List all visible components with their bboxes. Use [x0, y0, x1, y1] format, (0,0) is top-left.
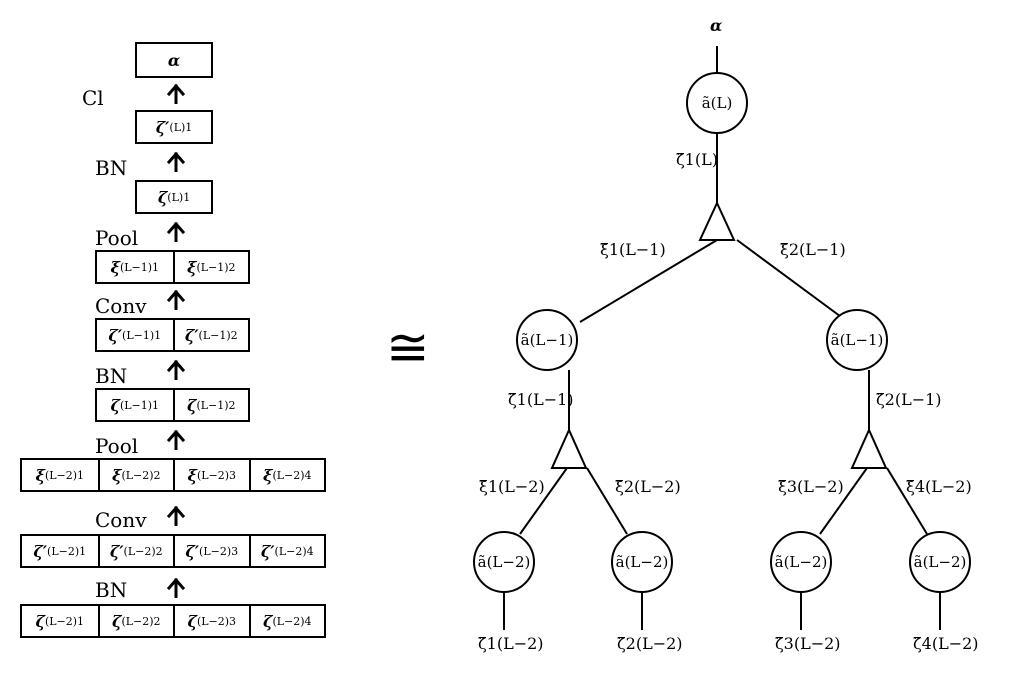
op-label-1: Cl: [82, 86, 104, 110]
op-label-6: Pool: [95, 434, 139, 458]
stack-cell: ζ(L−2)4: [248, 606, 325, 636]
edge-label-xi-2: ξ̃2(L−2): [615, 477, 681, 496]
up-arrow-icon: [166, 506, 186, 526]
node-leaf-2-label: ã(L−2): [615, 553, 669, 571]
up-arrow-icon: [166, 152, 186, 172]
stack-cell: ζ′(L−1)1: [108, 325, 162, 345]
stack-cell: ξ(L−2)3: [173, 460, 249, 490]
node-leaf-3-label: ã(L−2): [774, 553, 828, 571]
stack-row-1: ζ′(L)1: [135, 110, 213, 144]
node-leaf-4-label: ã(L−2): [913, 553, 967, 571]
pool-triangle-root: [698, 200, 736, 241]
stack-cell: ζ′(L−2)3: [173, 536, 249, 566]
edge-left: [579, 239, 718, 323]
stack-cell: ξ(L−1)1: [110, 257, 160, 277]
stack-cell: ζ′(L−2)4: [248, 536, 325, 566]
stack-row-2: ζ(L)1: [135, 180, 213, 214]
pool-triangle-left: [550, 427, 588, 469]
node-mid-right-label: ã(L−1): [830, 331, 884, 349]
up-arrow-icon: [166, 84, 186, 104]
stack-row-5: ζ(L−1)1 ζ(L−1)2: [95, 388, 250, 422]
stack-cell: ξ(L−1)2: [172, 252, 249, 282]
edge-label-zeta-4: ζ̃4(L−2): [913, 634, 979, 653]
edge-label-xi-left-top: ξ̃1(L−1): [600, 240, 666, 259]
stack-cell: ξ(L−2)1: [35, 465, 85, 485]
op-label-4: Conv: [95, 294, 147, 318]
edge-label-zeta-3: ζ̃3(L−2): [775, 634, 841, 653]
edge-label-zeta-1: ζ̃1(L−2): [478, 634, 544, 653]
stack-cell: ζ′(L−2)1: [33, 541, 87, 561]
up-arrow-icon: [166, 430, 186, 450]
op-label-3: Pool: [95, 226, 139, 250]
tree-alpha-label: α: [710, 16, 723, 35]
op-label-7: Conv: [95, 508, 147, 532]
up-arrow-icon: [166, 360, 186, 380]
node-mid-left-label: ã(L−1): [520, 331, 574, 349]
stack-cell: ξ(L−2)4: [248, 460, 325, 490]
edge-leaf-2: [586, 467, 628, 535]
output-alpha-box: α: [135, 42, 213, 78]
stack-cell: ζ′(L−2)2: [97, 536, 174, 566]
stack-cell: ξ(L−2)2: [97, 460, 174, 490]
stack-cell: ζ′(L)1: [155, 117, 193, 137]
stack-cell: ζ(L−1)2: [172, 390, 249, 420]
isomorphism-symbol: ≅: [386, 318, 430, 378]
node-leaf-1-label: ã(L−2): [477, 553, 531, 571]
edge-label-xi-right-top: ξ̃2(L−1): [780, 240, 846, 259]
edge-label-zeta-mid-left: ζ̃1(L−1): [508, 390, 574, 409]
edge-label-xi-3: ξ̃3(L−2): [778, 477, 844, 496]
edge-leaf-4: [886, 467, 928, 535]
stack-cell: ζ(L−2)2: [97, 606, 174, 636]
up-arrow-icon: [166, 290, 186, 310]
node-root-label: ã(L): [701, 94, 733, 112]
pool-triangle-right: [850, 427, 888, 469]
edge-leaf-1: [519, 467, 568, 535]
stack-cell: ζ(L−2)3: [173, 606, 249, 636]
node-mid-left: [516, 309, 578, 371]
stack-row-4: ζ′(L−1)1 ζ′(L−1)2: [95, 318, 250, 352]
op-label-8: BN: [95, 578, 128, 602]
edge-label-xi-1: ξ̃1(L−2): [479, 477, 545, 496]
stack-cell: ζ(L)1: [157, 187, 191, 207]
edge-right: [736, 239, 849, 323]
stack-cell: ζ′(L−1)2: [172, 320, 249, 350]
node-root: [686, 72, 748, 134]
stack-row-3: ξ(L−1)1 ξ(L−1)2: [95, 250, 250, 284]
edge-label-zeta-mid-right: ζ̃2(L−1): [876, 390, 942, 409]
edge-leaf-3: [819, 467, 868, 535]
edge-label-zeta-2: ζ̃2(L−2): [617, 634, 683, 653]
stack-cell: ζ(L−2)1: [35, 611, 85, 631]
node-mid-right: [826, 309, 888, 371]
up-arrow-icon: [166, 222, 186, 242]
up-arrow-icon: [166, 578, 186, 598]
edge-label-root-down: ζ̃1(L): [676, 150, 718, 169]
stack-cell: ζ(L−1)1: [110, 395, 160, 415]
op-label-2: BN: [95, 156, 128, 180]
op-label-5: BN: [95, 364, 128, 388]
edge-label-xi-4: ξ̃4(L−2): [906, 477, 972, 496]
output-alpha: α: [167, 50, 181, 70]
